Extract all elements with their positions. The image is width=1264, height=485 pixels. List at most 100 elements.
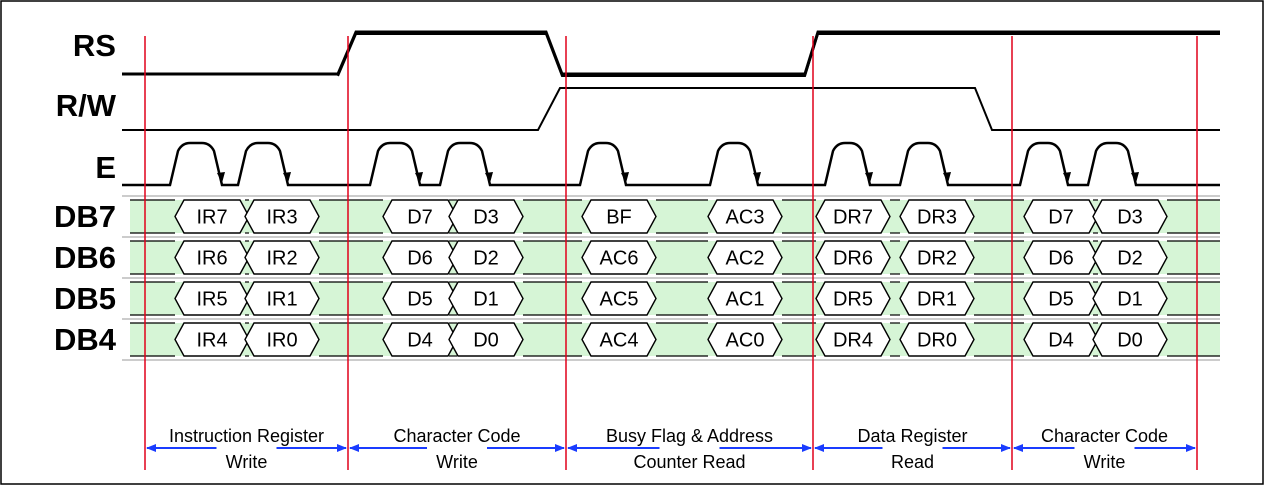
- bus-cell-value: D1: [1117, 289, 1143, 311]
- bus-cell-value: DR1: [917, 289, 957, 311]
- signal-label-rs: RS: [73, 28, 116, 63]
- bus-cell-value: D5: [1048, 289, 1074, 311]
- bus-cell-value: IR6: [196, 248, 227, 270]
- phase-label-bg: [407, 452, 507, 472]
- phase-label-bg: [196, 452, 297, 472]
- bus-cell-value: DR4: [833, 330, 873, 352]
- bus-cell-value: D3: [473, 207, 499, 229]
- bus-cell-value: D2: [473, 248, 499, 270]
- bus-cell-db4: [815, 322, 891, 357]
- bus-cell-value: D1: [473, 289, 499, 311]
- signal-label-rw: R/W: [56, 88, 117, 123]
- bus-cell-value: DR0: [917, 330, 957, 352]
- signal-label-db7: DB7: [54, 199, 116, 234]
- bus-cell-db5: [899, 281, 975, 316]
- phase-label-bg: [639, 452, 740, 472]
- rs-waveform-shadow: [337, 33, 1220, 77]
- bus-cell-db7: [581, 199, 657, 234]
- bus-cell-db6: [244, 240, 320, 275]
- bus-cell-value: DR3: [917, 207, 957, 229]
- bus-cell-value: D4: [407, 330, 433, 352]
- bus-cell-value: D2: [1117, 248, 1143, 270]
- bus-cell-db6: [899, 240, 975, 275]
- bus-cell-db5: [815, 281, 891, 316]
- e-falling-edge-arrow: [753, 172, 761, 183]
- signal-label-db4: DB4: [54, 322, 117, 357]
- bus-cell-value: AC5: [600, 289, 639, 311]
- e-falling-edge-arrow: [1131, 172, 1139, 183]
- bus-cell-value: D5: [407, 289, 433, 311]
- bus-cell-value: D3: [1117, 207, 1143, 229]
- bus-cell-db7: [815, 199, 891, 234]
- phase-label-line1: Busy Flag & Address: [606, 426, 773, 446]
- e-falling-edge-arrow: [283, 172, 291, 183]
- bus-cell-value: AC4: [600, 330, 639, 352]
- bus-cell-value: D6: [1048, 248, 1074, 270]
- bus-cell-value: DR7: [833, 207, 873, 229]
- bus-cell-db7: [899, 199, 975, 234]
- bus-cell-value: BF: [606, 207, 632, 229]
- bus-cell-db5: [448, 281, 524, 316]
- bus-cell-db6: [581, 240, 657, 275]
- bus-cell-db7: [448, 199, 524, 234]
- bus-cell-value: D7: [1048, 207, 1074, 229]
- bus-cell-value: D7: [407, 207, 433, 229]
- bus-cell-value: D6: [407, 248, 433, 270]
- bus-cell-value: DR5: [833, 289, 873, 311]
- bus-cell-db6: [1092, 240, 1168, 275]
- bus-cell-db4: [1092, 322, 1168, 357]
- bus-cell-value: D0: [1117, 330, 1143, 352]
- bus-cell-value: D0: [473, 330, 499, 352]
- bus-cell-value: AC3: [726, 207, 765, 229]
- e-falling-edge-arrow: [485, 172, 493, 183]
- phase-label-line2: Counter Read: [633, 452, 745, 472]
- bus-cell-value: IR3: [266, 207, 297, 229]
- bus-cell-value: DR6: [833, 248, 873, 270]
- bus-cell-value: DR2: [917, 248, 957, 270]
- e-falling-edge-arrow: [1063, 172, 1071, 183]
- signal-label-e: E: [95, 150, 116, 185]
- e-falling-edge-arrow: [415, 172, 423, 183]
- signal-label-db6: DB6: [54, 240, 116, 275]
- bus-cell-db7: [244, 199, 320, 234]
- phase-label-line1: Character Code: [393, 426, 520, 446]
- phase-label-line2: Write: [226, 452, 268, 472]
- bus-cell-value: IR1: [266, 289, 297, 311]
- bus-cell-value: IR5: [196, 289, 227, 311]
- signal-label-db5: DB5: [54, 281, 116, 316]
- bus-cell-value: IR7: [196, 207, 227, 229]
- bus-cell-value: D4: [1048, 330, 1074, 352]
- phase-label-line2: Write: [436, 452, 478, 472]
- rw-waveform: [122, 87, 1220, 131]
- bus-cell-db5: [581, 281, 657, 316]
- bus-cell-db7: [1092, 199, 1168, 234]
- e-falling-edge-arrow: [865, 172, 873, 183]
- bus-cell-db4: [899, 322, 975, 357]
- bus-cell-value: IR4: [196, 330, 227, 352]
- phase-label-line2: Write: [1084, 452, 1126, 472]
- bus-cell-db4: [707, 322, 783, 357]
- bus-cell-value: AC1: [726, 289, 765, 311]
- bus-cell-value: AC6: [600, 248, 639, 270]
- bus-cell-value: IR0: [266, 330, 297, 352]
- bus-cell-db4: [448, 322, 524, 357]
- bus-cell-db6: [815, 240, 891, 275]
- bus-cell-db5: [1092, 281, 1168, 316]
- bus-cell-value: AC2: [726, 248, 765, 270]
- bus-cell-db5: [707, 281, 783, 316]
- bus-cell-db6: [448, 240, 524, 275]
- phase-label-line1: Data Register: [857, 426, 967, 446]
- phase-label-line1: Instruction Register: [169, 426, 324, 446]
- e-falling-edge-arrow: [943, 172, 951, 183]
- bus-cell-value: IR2: [266, 248, 297, 270]
- e-falling-edge-arrow: [621, 172, 629, 183]
- bus-cell-db7: [707, 199, 783, 234]
- phase-label-line2: Read: [891, 452, 934, 472]
- e-waveform: [122, 141, 1220, 187]
- bus-cell-db5: [244, 281, 320, 316]
- phase-label-line1: Character Code: [1041, 426, 1168, 446]
- phase-label-bg: [862, 452, 963, 472]
- bus-cell-db4: [581, 322, 657, 357]
- phase-label-bg: [1054, 452, 1155, 472]
